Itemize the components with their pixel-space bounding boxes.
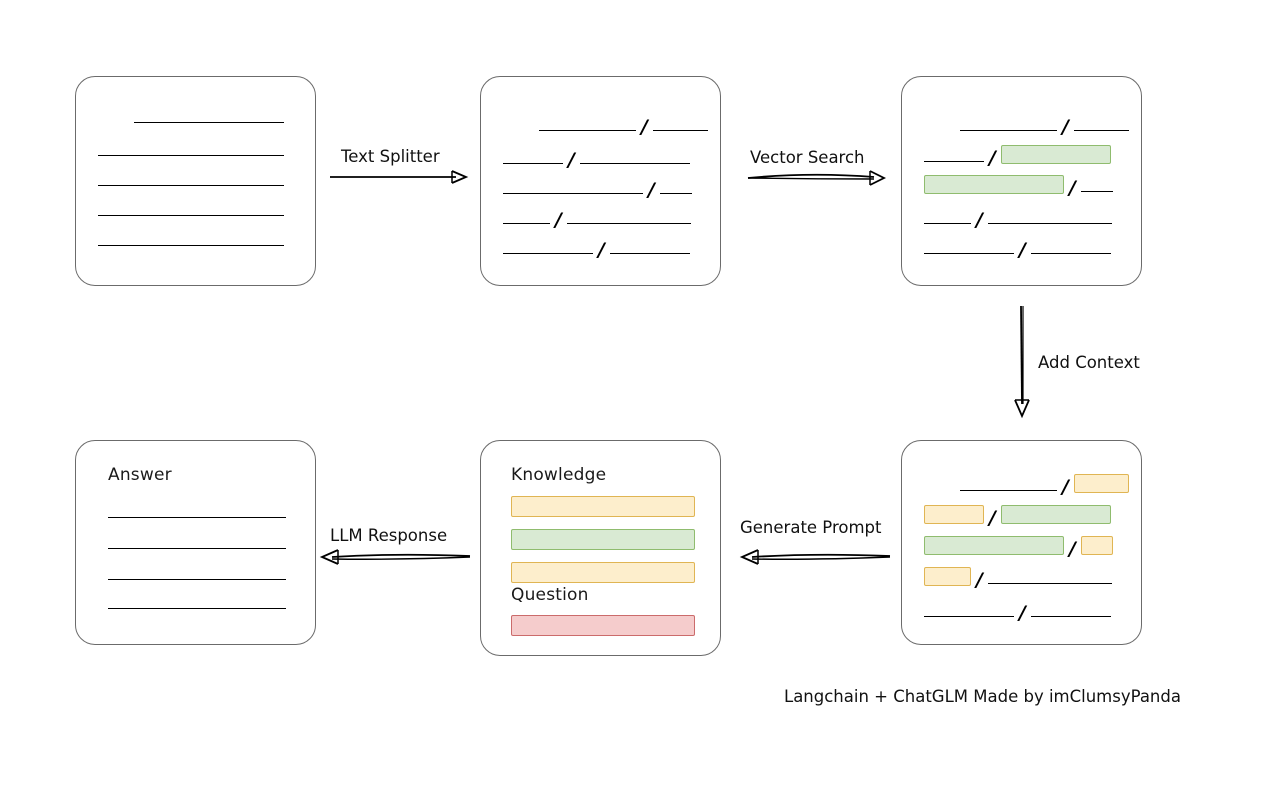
chunk-segment	[1073, 130, 1129, 131]
chunk-segment	[960, 490, 1057, 491]
chunk-row: /	[924, 504, 1111, 529]
add-context-arrow-label: Add Context	[1038, 353, 1140, 372]
source-document-card	[75, 76, 316, 286]
knowledge-bar	[511, 496, 695, 517]
chunk-segment	[539, 130, 636, 131]
chunk-separator: /	[976, 209, 983, 231]
chunk-segment	[924, 161, 984, 162]
chunk-segment	[503, 253, 593, 254]
chunk-segment	[987, 583, 1112, 584]
chunk-row: /	[924, 144, 1111, 169]
vector-matched-document-card: / / / / /	[901, 76, 1142, 286]
generate-prompt-arrow	[739, 548, 891, 570]
chunk-segment	[924, 253, 1014, 254]
add-context-arrow	[1012, 305, 1036, 419]
document-line	[98, 155, 284, 156]
retrieved-chunk-green	[1000, 505, 1111, 524]
chunk-segment	[659, 193, 692, 194]
document-line	[98, 185, 284, 186]
retrieved-chunk-green	[924, 175, 1064, 194]
chunk-separator: /	[989, 147, 996, 169]
retrieved-chunk-green	[924, 536, 1064, 555]
answer-line	[108, 517, 286, 518]
answer-line	[108, 579, 286, 580]
chunk-segment	[503, 193, 643, 194]
chunk-row: /	[924, 566, 1112, 591]
context-chunk-yellow	[1073, 474, 1129, 493]
question-bar	[511, 615, 695, 636]
context-chunk-yellow	[924, 505, 984, 524]
chunk-separator: /	[1069, 538, 1076, 560]
prompt-card: Knowledge Question	[480, 440, 721, 656]
chunk-segment	[1030, 253, 1111, 254]
chunk-separator: /	[1062, 116, 1069, 138]
generate-prompt-arrow-label: Generate Prompt	[740, 518, 882, 537]
chunk-row: /	[503, 146, 690, 171]
text-splitter-arrow	[330, 168, 470, 190]
chunk-row: /	[924, 174, 1113, 199]
answer-line	[108, 608, 286, 609]
chunk-row: /	[924, 236, 1111, 261]
knowledge-bar	[511, 562, 695, 583]
chunk-segment	[987, 223, 1112, 224]
chunk-row: /	[924, 535, 1113, 560]
chunk-separator: /	[989, 507, 996, 529]
answer-line	[108, 548, 286, 549]
llm-response-arrow	[319, 548, 471, 570]
chunk-segment	[503, 223, 550, 224]
document-line	[98, 245, 284, 246]
chunk-segment	[1080, 191, 1113, 192]
chunk-row: /	[503, 176, 692, 201]
chunk-row: /	[539, 113, 708, 138]
chunk-segment	[579, 163, 690, 164]
chunk-segment	[960, 130, 1057, 131]
text-splitter-arrow-label: Text Splitter	[341, 147, 440, 166]
chunk-segment	[924, 223, 971, 224]
chunk-separator: /	[1019, 239, 1026, 261]
chunk-row: /	[924, 599, 1111, 624]
answer-card: Answer	[75, 440, 316, 645]
chunk-separator: /	[1069, 177, 1076, 199]
chunk-row: /	[960, 113, 1129, 138]
chunk-separator: /	[976, 569, 983, 591]
retrieved-chunk-green	[1000, 145, 1111, 164]
context-document-card: / / / / /	[901, 440, 1142, 645]
chunk-segment	[609, 253, 690, 254]
chunk-separator: /	[648, 179, 655, 201]
chunk-segment	[652, 130, 708, 131]
answer-label: Answer	[108, 465, 172, 485]
chunk-row: /	[503, 236, 690, 261]
chunk-separator: /	[568, 149, 575, 171]
chunk-row: /	[960, 473, 1129, 498]
chunk-segment	[1030, 616, 1111, 617]
chunk-separator: /	[598, 239, 605, 261]
split-document-card: / / / / /	[480, 76, 721, 286]
question-label: Question	[511, 585, 589, 605]
knowledge-bar	[511, 529, 695, 550]
credit-text: Langchain + ChatGLM Made by imClumsyPand…	[784, 687, 1181, 706]
document-line	[134, 122, 284, 123]
context-chunk-yellow	[1080, 536, 1113, 555]
chunk-separator: /	[1062, 476, 1069, 498]
chunk-row: /	[924, 206, 1112, 231]
vector-search-arrow	[747, 168, 888, 190]
context-chunk-yellow	[924, 567, 971, 586]
chunk-row: /	[503, 206, 691, 231]
chunk-separator: /	[641, 116, 648, 138]
chunk-segment	[503, 163, 563, 164]
vector-search-arrow-label: Vector Search	[750, 148, 865, 167]
knowledge-label: Knowledge	[511, 465, 607, 485]
chunk-segment	[924, 616, 1014, 617]
chunk-segment	[566, 223, 691, 224]
document-line	[98, 215, 284, 216]
chunk-separator: /	[1019, 602, 1026, 624]
llm-response-arrow-label: LLM Response	[330, 526, 448, 545]
chunk-separator: /	[555, 209, 562, 231]
